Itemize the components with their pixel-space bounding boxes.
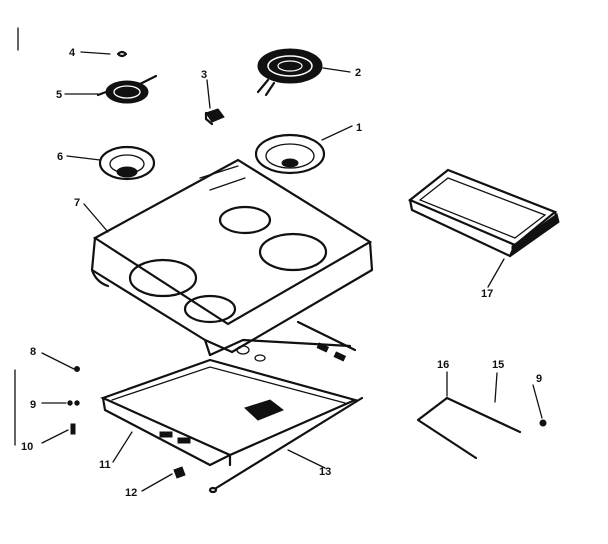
label-5: 5	[56, 89, 62, 101]
cooktop-top	[90, 158, 374, 357]
fastener-10	[70, 423, 76, 435]
label-15: 15	[492, 359, 504, 371]
label-16: 16	[437, 359, 449, 371]
screw-right	[539, 419, 547, 427]
label-17: 17	[481, 288, 493, 300]
burner-box	[208, 320, 357, 362]
element-clip	[116, 50, 128, 58]
surface-element-large	[256, 48, 323, 97]
label-7: 7	[74, 197, 80, 209]
label-11: 11	[99, 459, 111, 471]
label-10: 10	[21, 441, 33, 453]
drip-pan-small	[98, 145, 156, 181]
surface-element-small	[96, 74, 158, 104]
support-rod	[208, 396, 364, 494]
label-12: 12	[125, 487, 137, 499]
drawer-panel	[407, 168, 560, 258]
label-9: 9	[30, 399, 36, 411]
leader-lines	[41, 51, 543, 492]
grommet	[173, 466, 186, 479]
wire-bracket	[416, 371, 522, 460]
label-1: 1	[356, 122, 362, 134]
label-8: 8	[30, 346, 36, 358]
label-9-right: 9	[536, 373, 542, 385]
label-4: 4	[69, 47, 76, 59]
drip-pan-large	[254, 133, 326, 175]
label-3: 3	[201, 69, 207, 81]
label-13: 13	[319, 466, 331, 478]
drip-tray	[100, 358, 359, 467]
terminal-block	[204, 108, 225, 126]
label-6: 6	[57, 151, 63, 163]
fastener-8	[74, 366, 80, 372]
label-2: 2	[355, 67, 361, 79]
fastener-9	[67, 400, 80, 406]
